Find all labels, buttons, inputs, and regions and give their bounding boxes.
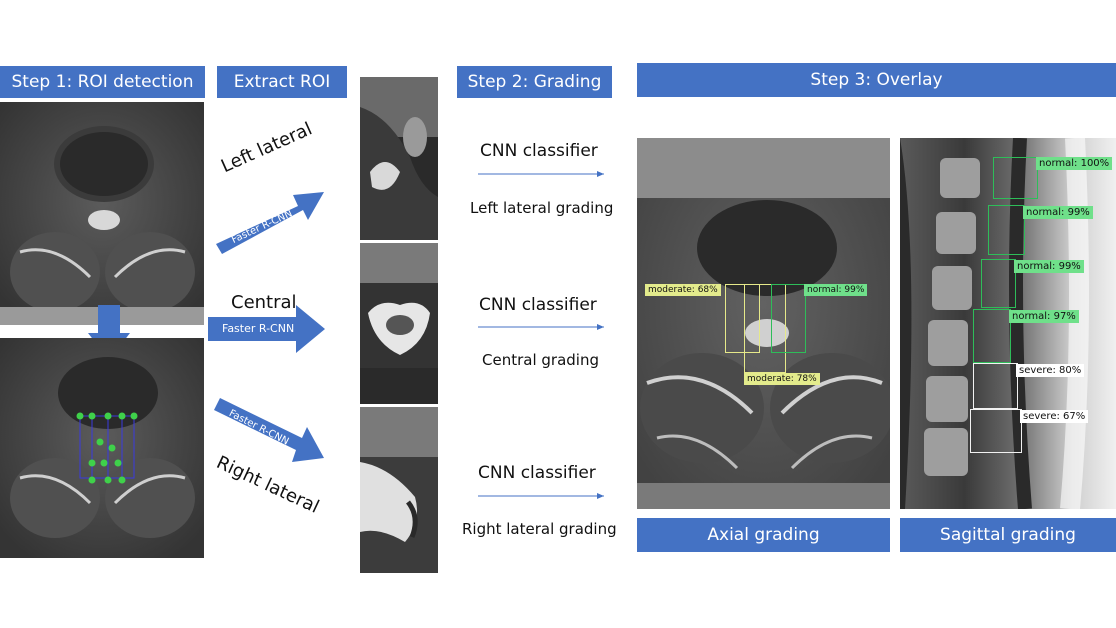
roi-crop-left (360, 77, 438, 240)
sagittal-box-5 (973, 363, 1018, 409)
extract-roi-header: Extract ROI (217, 66, 347, 98)
axial-box-moderate-78 (744, 284, 786, 373)
central-arrow (208, 305, 325, 353)
left-lateral-arrow (210, 182, 330, 262)
step1-header: Step 1: ROI detection (0, 66, 205, 98)
sagittal-box-2 (988, 205, 1025, 255)
axial-mri-keypoints-image (0, 338, 204, 558)
sagittal-label-5: severe: 80% (1016, 364, 1085, 377)
sagittal-grading-label: Sagittal grading (900, 518, 1116, 552)
roi-crop-right (360, 407, 438, 573)
sagittal-box-3 (981, 259, 1016, 308)
axial-mri-input-image (0, 102, 204, 325)
axial-box-moderate-68 (725, 284, 760, 353)
step2-header: Step 2: Grading (457, 66, 612, 98)
axial-overlay-image (637, 138, 890, 509)
axial-label-moderate-78: moderate: 78% (744, 373, 820, 385)
sagittal-box-4 (973, 309, 1011, 363)
cnn-classifier-label-central: CNN classifier (479, 295, 597, 315)
central-label: Central (231, 292, 297, 313)
cnn-classifier-label-left: CNN classifier (480, 141, 598, 161)
axial-box-normal-99 (771, 284, 806, 353)
sagittal-label-1: normal: 100% (1036, 157, 1113, 170)
axial-label-normal-99: normal: 99% (804, 284, 868, 296)
sagittal-label-2: normal: 99% (1023, 206, 1093, 219)
sagittal-box-1 (993, 157, 1038, 199)
right-lateral-arrow (210, 396, 328, 474)
central-arrow-label: Faster R-CNN (222, 322, 295, 335)
grading-arrow-left (478, 168, 608, 180)
cnn-classifier-label-right: CNN classifier (478, 463, 596, 483)
right-lateral-grading-label: Right lateral grading (462, 520, 617, 538)
sagittal-label-6: severe: 67% (1020, 410, 1089, 423)
axial-grading-label: Axial grading (637, 518, 890, 552)
grading-arrow-central (478, 321, 608, 333)
grading-arrow-right (478, 490, 608, 502)
sagittal-label-3: normal: 99% (1014, 260, 1084, 273)
sagittal-box-6 (970, 409, 1022, 453)
sagittal-label-4: normal: 97% (1009, 310, 1079, 323)
axial-label-moderate-68: moderate: 68% (645, 284, 721, 296)
roi-crop-central (360, 243, 438, 404)
central-grading-label: Central grading (482, 351, 599, 369)
step3-header: Step 3: Overlay (637, 63, 1116, 97)
left-lateral-grading-label: Left lateral grading (470, 199, 614, 217)
left-lateral-label: Left lateral (218, 118, 316, 178)
